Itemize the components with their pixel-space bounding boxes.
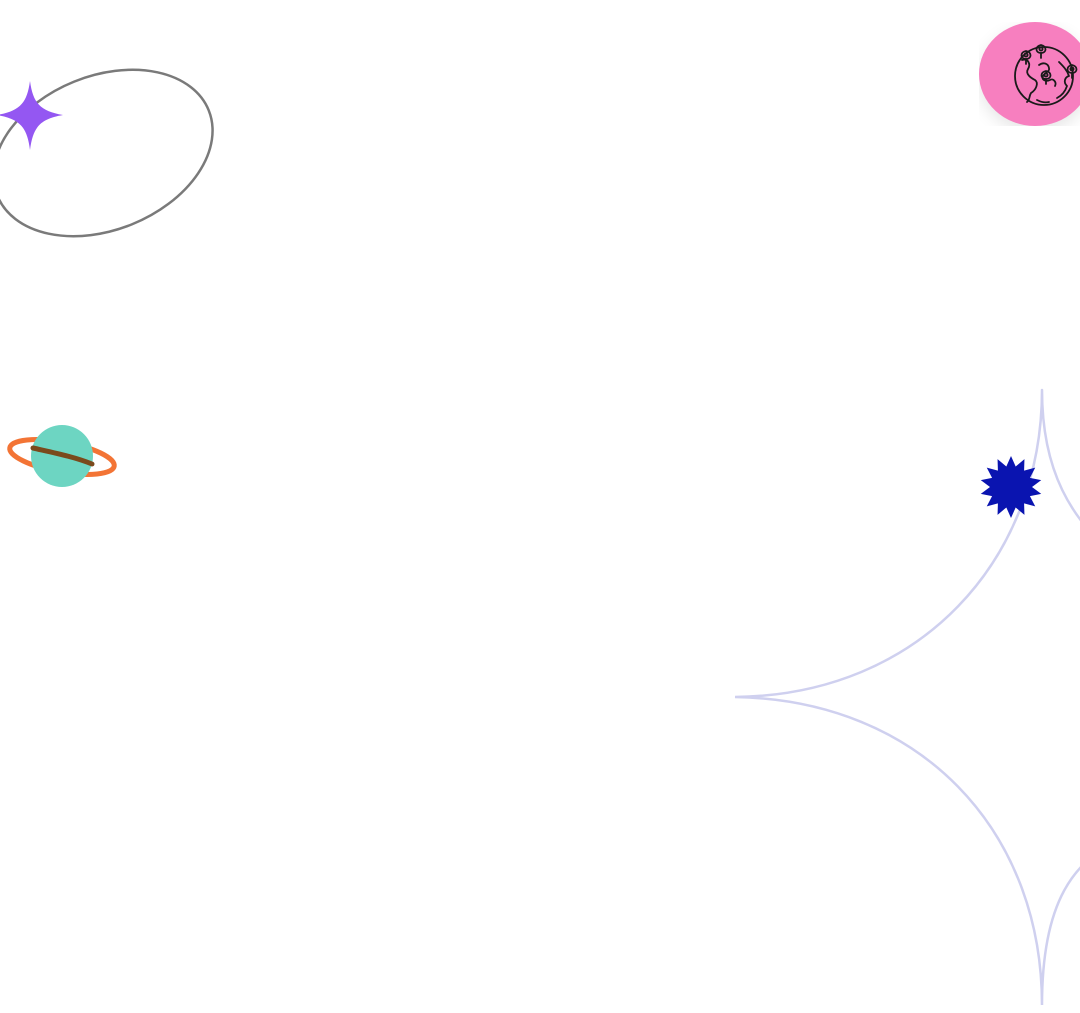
starburst-icon: [980, 456, 1042, 518]
four-point-star-outline: [734, 388, 1080, 1006]
globe-location-icon: [1014, 44, 1078, 106]
planet-icon: [7, 425, 117, 487]
sparkle-icon: [0, 81, 63, 150]
planet-ring-front: [30, 445, 95, 467]
globe-badge: [979, 22, 1080, 126]
globe-badge-background: [979, 22, 1080, 126]
orbit-ellipse: [0, 68, 214, 238]
